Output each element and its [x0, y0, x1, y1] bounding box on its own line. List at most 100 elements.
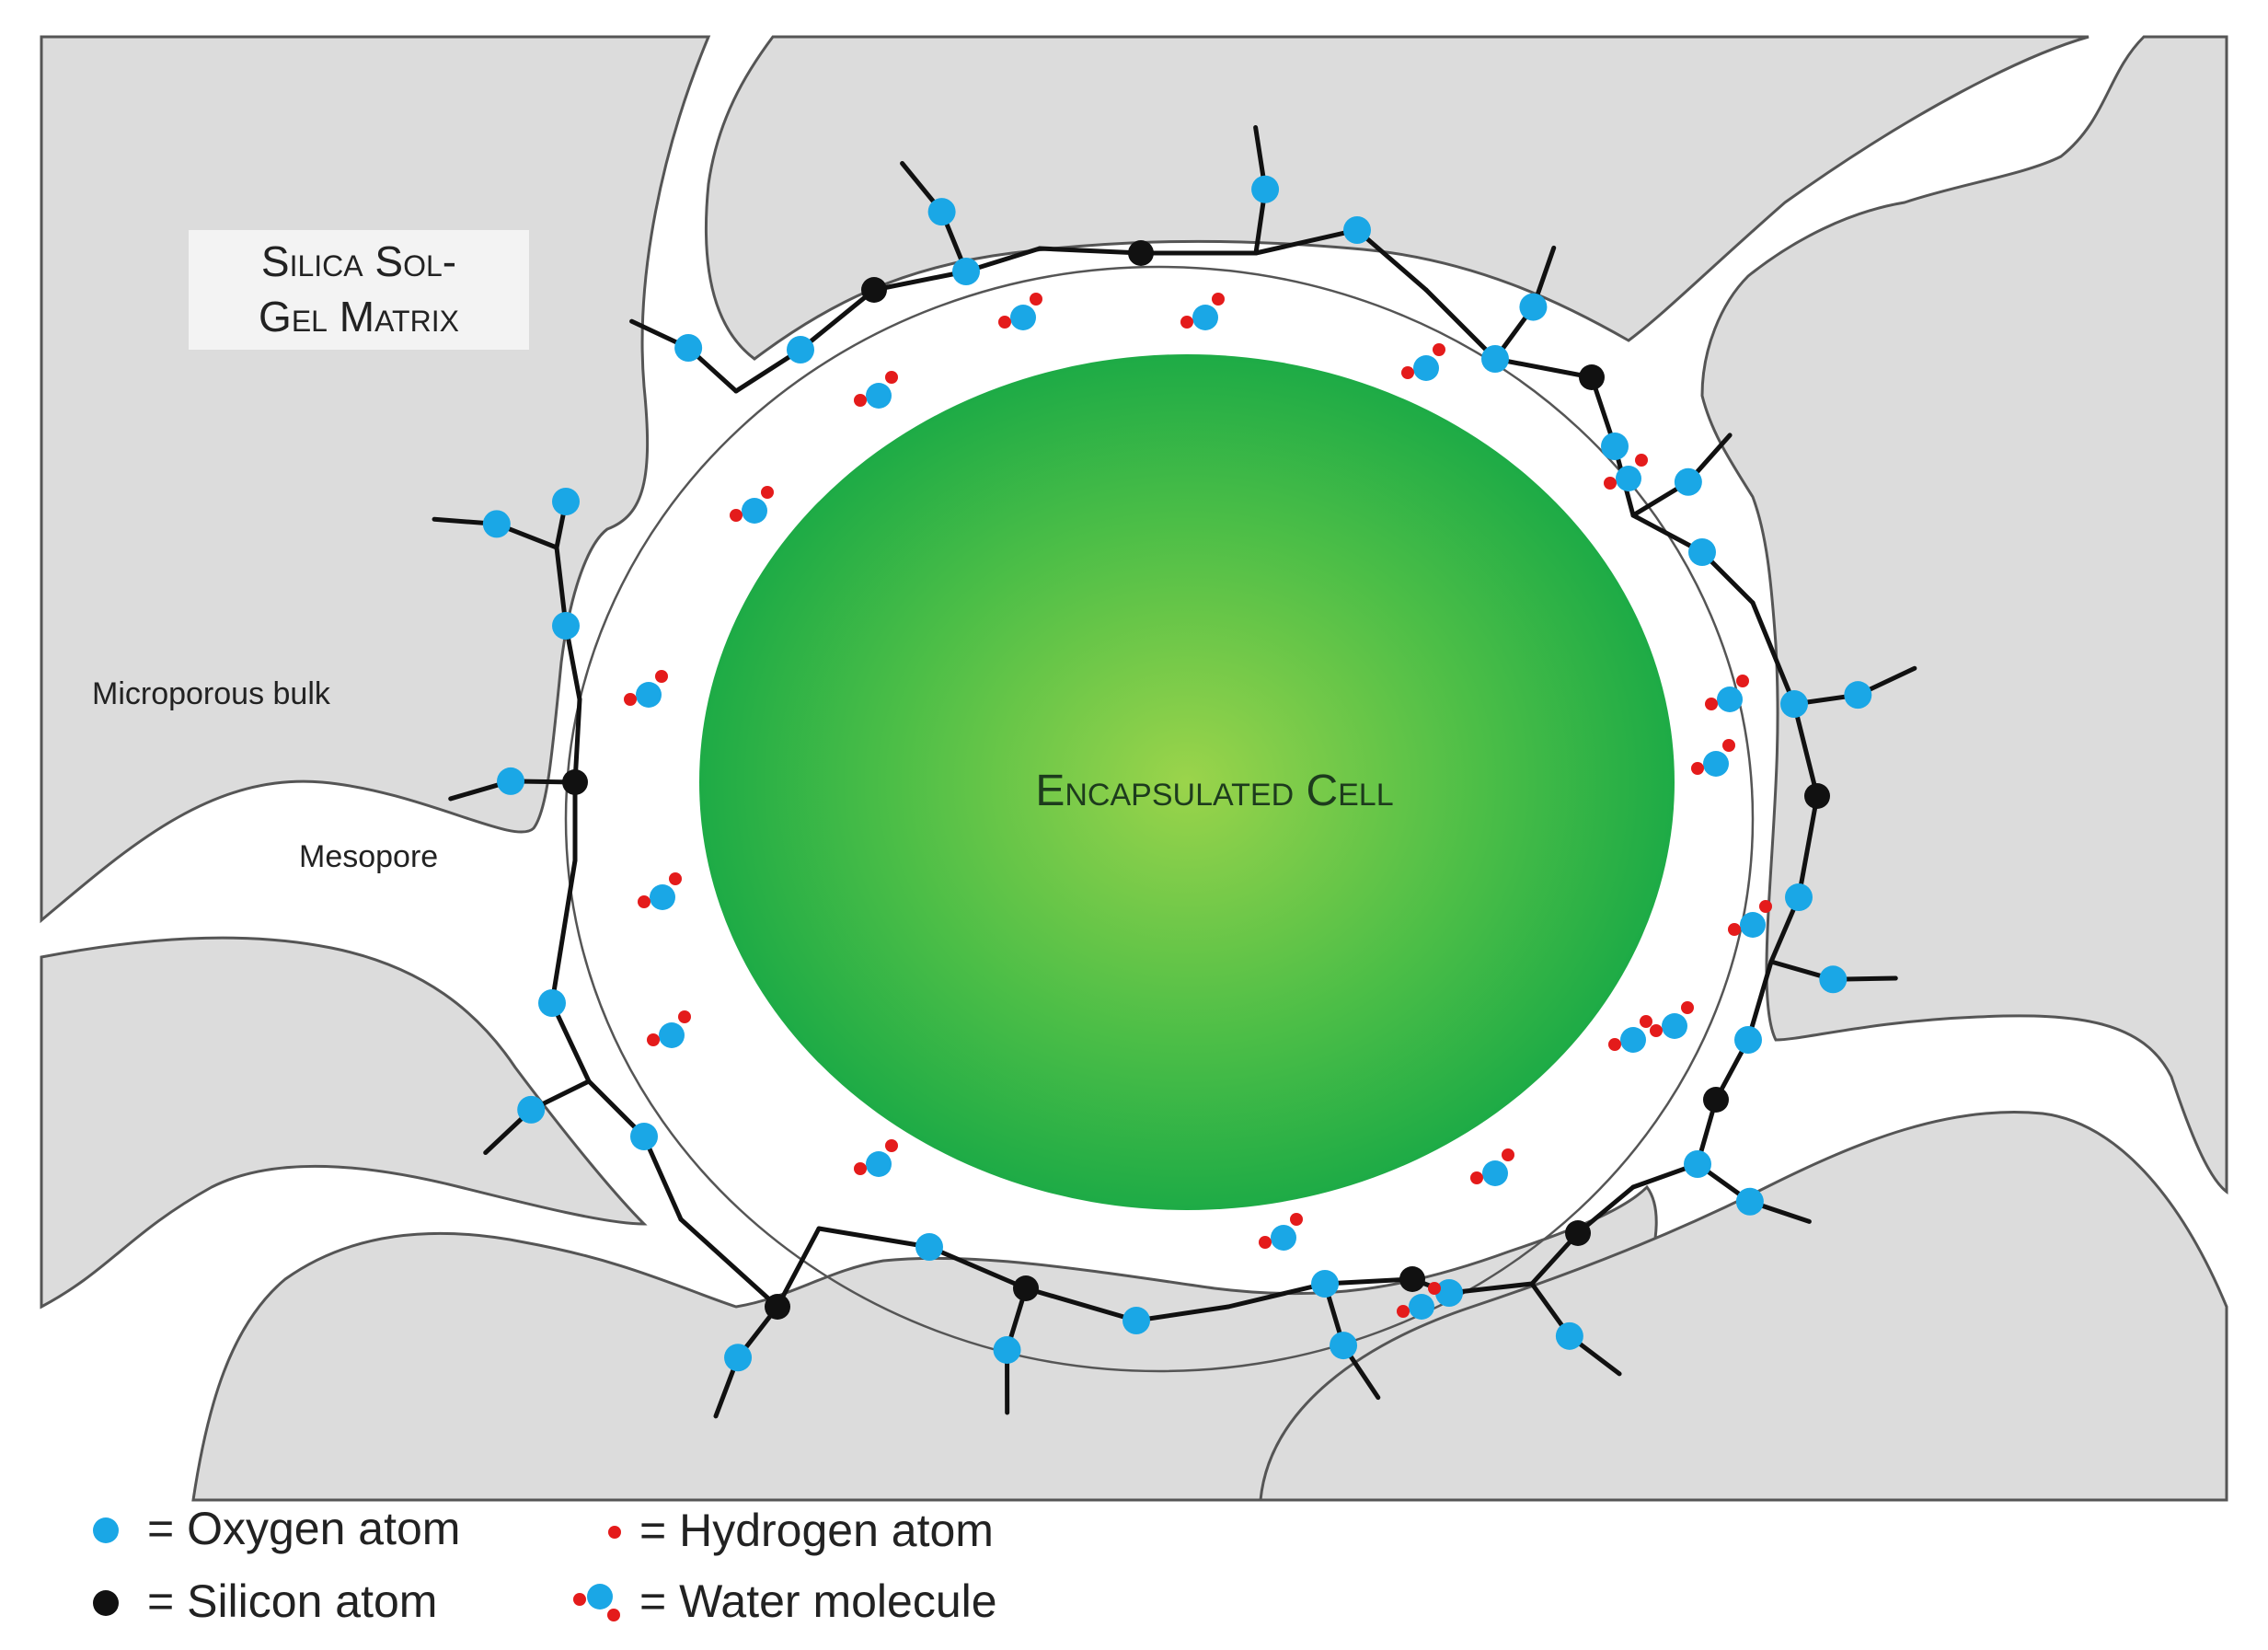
- bond: [1791, 701, 1820, 799]
- bond: [549, 1000, 592, 1084]
- oxygen-atom: [1819, 965, 1848, 994]
- legend-water-label: = Water molecule: [639, 1575, 997, 1627]
- oxygen-atom: [927, 198, 956, 226]
- silica-matrix-regions: [40, 35, 2228, 1502]
- bond: [572, 697, 582, 785]
- oxygen-atom: [538, 989, 566, 1017]
- oxygen-atom: [482, 510, 511, 538]
- water-hydrogen: [1705, 698, 1718, 710]
- matrix-region-left: [40, 936, 648, 1310]
- silicon-atom: [562, 769, 588, 795]
- bond: [775, 1226, 822, 1310]
- water-oxygen: [1620, 1027, 1646, 1053]
- water-hydrogen: [1259, 1236, 1272, 1249]
- oxygen-atom: [1330, 1332, 1358, 1360]
- water-hydrogen: [885, 371, 898, 384]
- water-oxygen: [1717, 687, 1743, 712]
- mesopore-label: Mesopore: [299, 839, 438, 874]
- water-molecule: [647, 1010, 691, 1048]
- bond: [1446, 1281, 1535, 1296]
- oxygen-atom: [1674, 467, 1702, 496]
- silicon-atom: [1579, 364, 1605, 390]
- oxygen-atom: [1435, 1279, 1463, 1307]
- bond: [1037, 246, 1144, 256]
- water-hydrogen: [1180, 316, 1193, 329]
- bond: [871, 269, 969, 293]
- water-hydrogen: [1608, 1038, 1621, 1051]
- water-molecule: [638, 872, 682, 910]
- oxygen-atom: [552, 488, 580, 515]
- bond: [678, 1217, 780, 1310]
- water-oxygen: [742, 498, 767, 524]
- oxygen-atom: [1343, 216, 1371, 244]
- water-hydrogen: [854, 394, 867, 407]
- water-hydrogen: [761, 486, 774, 499]
- water-oxygen: [1409, 1294, 1434, 1320]
- water-molecule: [1259, 1213, 1303, 1251]
- oxygen-atom: [1785, 883, 1813, 911]
- oxygen-atom: [1555, 1321, 1583, 1350]
- matrix-region-top-left: [40, 35, 711, 924]
- bond: [816, 1226, 932, 1250]
- water-molecule: [1650, 1001, 1694, 1039]
- bond: [1750, 600, 1797, 707]
- water-hydrogen: [1428, 1282, 1441, 1295]
- bond: [641, 1134, 684, 1222]
- water-molecule: [1180, 293, 1225, 330]
- water-hydrogen: [1290, 1213, 1303, 1226]
- water-oxygen: [1192, 305, 1218, 330]
- matrix-region-bottom-right: [1259, 1110, 2228, 1502]
- legend-hydrogen-label: = Hydrogen atom: [639, 1505, 994, 1556]
- water-hydrogen: [1759, 900, 1772, 913]
- water-hydrogen: [638, 895, 650, 908]
- oxygen-atom: [1844, 681, 1872, 710]
- oxygen-atom: [915, 1233, 943, 1261]
- bond: [1354, 227, 1429, 293]
- water-hydrogen: [1397, 1305, 1410, 1318]
- water-oxygen: [866, 383, 892, 409]
- water-molecule: [624, 670, 668, 708]
- water-molecule: [998, 293, 1042, 330]
- water-molecule: [1397, 1282, 1441, 1320]
- legend-water-icon: [573, 1584, 620, 1621]
- water-molecule: [854, 371, 898, 409]
- bond: [1226, 1281, 1328, 1310]
- silicon-atom: [1565, 1220, 1591, 1246]
- oxygen-atom: [787, 336, 814, 363]
- water-molecule: [1728, 900, 1772, 938]
- water-molecule: [1608, 1015, 1652, 1053]
- oxygen-atom: [1481, 345, 1509, 373]
- bond: [798, 287, 877, 352]
- matrix-region-right: [1700, 35, 2228, 1195]
- oxygen-atom: [952, 258, 980, 285]
- water-oxygen: [1662, 1013, 1687, 1039]
- bond: [1796, 793, 1820, 900]
- water-hydrogen: [885, 1139, 898, 1152]
- water-hydrogen: [730, 509, 743, 522]
- silicon-atom: [861, 277, 887, 303]
- water-hydrogen: [854, 1162, 867, 1175]
- water-hydrogen: [1470, 1171, 1483, 1184]
- water-hydrogen: [1650, 1024, 1663, 1037]
- oxygen-atom: [1688, 538, 1716, 566]
- water-oxygen: [1413, 355, 1439, 381]
- silicon-atom: [1804, 783, 1830, 809]
- water-hydrogen: [1635, 454, 1648, 467]
- silicon-atom: [1399, 1266, 1425, 1292]
- water-molecule: [1470, 1148, 1514, 1186]
- water-hydrogen: [669, 872, 682, 885]
- encapsulated-cell: [699, 354, 1675, 1210]
- water-hydrogen: [1212, 293, 1225, 306]
- oxygen-atom: [724, 1344, 753, 1372]
- water-oxygen: [1740, 912, 1766, 938]
- oxygen-atom: [1684, 1150, 1711, 1178]
- water-oxygen: [1010, 305, 1036, 330]
- matrix-region-top: [705, 35, 2090, 361]
- water-oxygen: [650, 884, 675, 910]
- water-molecule: [1691, 739, 1735, 777]
- water-molecule: [1604, 454, 1648, 491]
- water-hydrogen: [998, 316, 1011, 329]
- oxygen-atom: [1251, 175, 1280, 203]
- water-hydrogen: [1722, 739, 1735, 752]
